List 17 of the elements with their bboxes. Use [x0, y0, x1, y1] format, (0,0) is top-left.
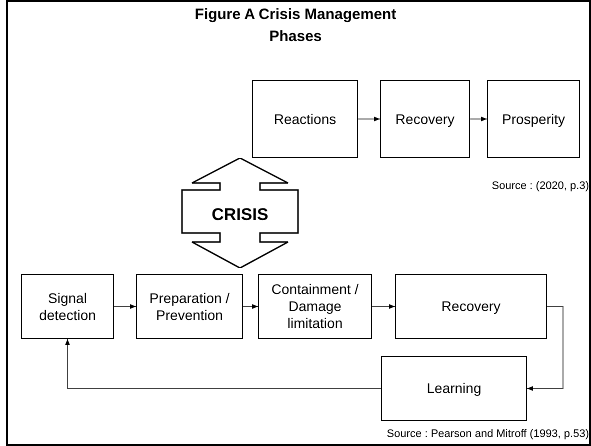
arrow: [372, 304, 396, 309]
arrow: [65, 338, 382, 389]
arrow: [470, 116, 488, 122]
process-box: Recovery: [395, 274, 547, 339]
arrow: [358, 116, 380, 122]
process-box: Preparation / Prevention: [136, 274, 243, 339]
arrow: [114, 304, 136, 309]
process-box: Learning: [381, 356, 527, 421]
process-box: Reactions: [252, 80, 358, 158]
figure-title: Figure A Crisis Management Phases: [194, 5, 398, 47]
process-box: Recovery: [380, 80, 470, 158]
arrow: [242, 304, 258, 309]
process-box: Containment / Damage limitation: [258, 274, 372, 339]
source-note: Source : (2020, p.3): [492, 180, 589, 192]
arrow: [526, 306, 564, 391]
process-box: Prosperity: [487, 80, 580, 158]
process-box: Signal detection: [21, 274, 114, 339]
